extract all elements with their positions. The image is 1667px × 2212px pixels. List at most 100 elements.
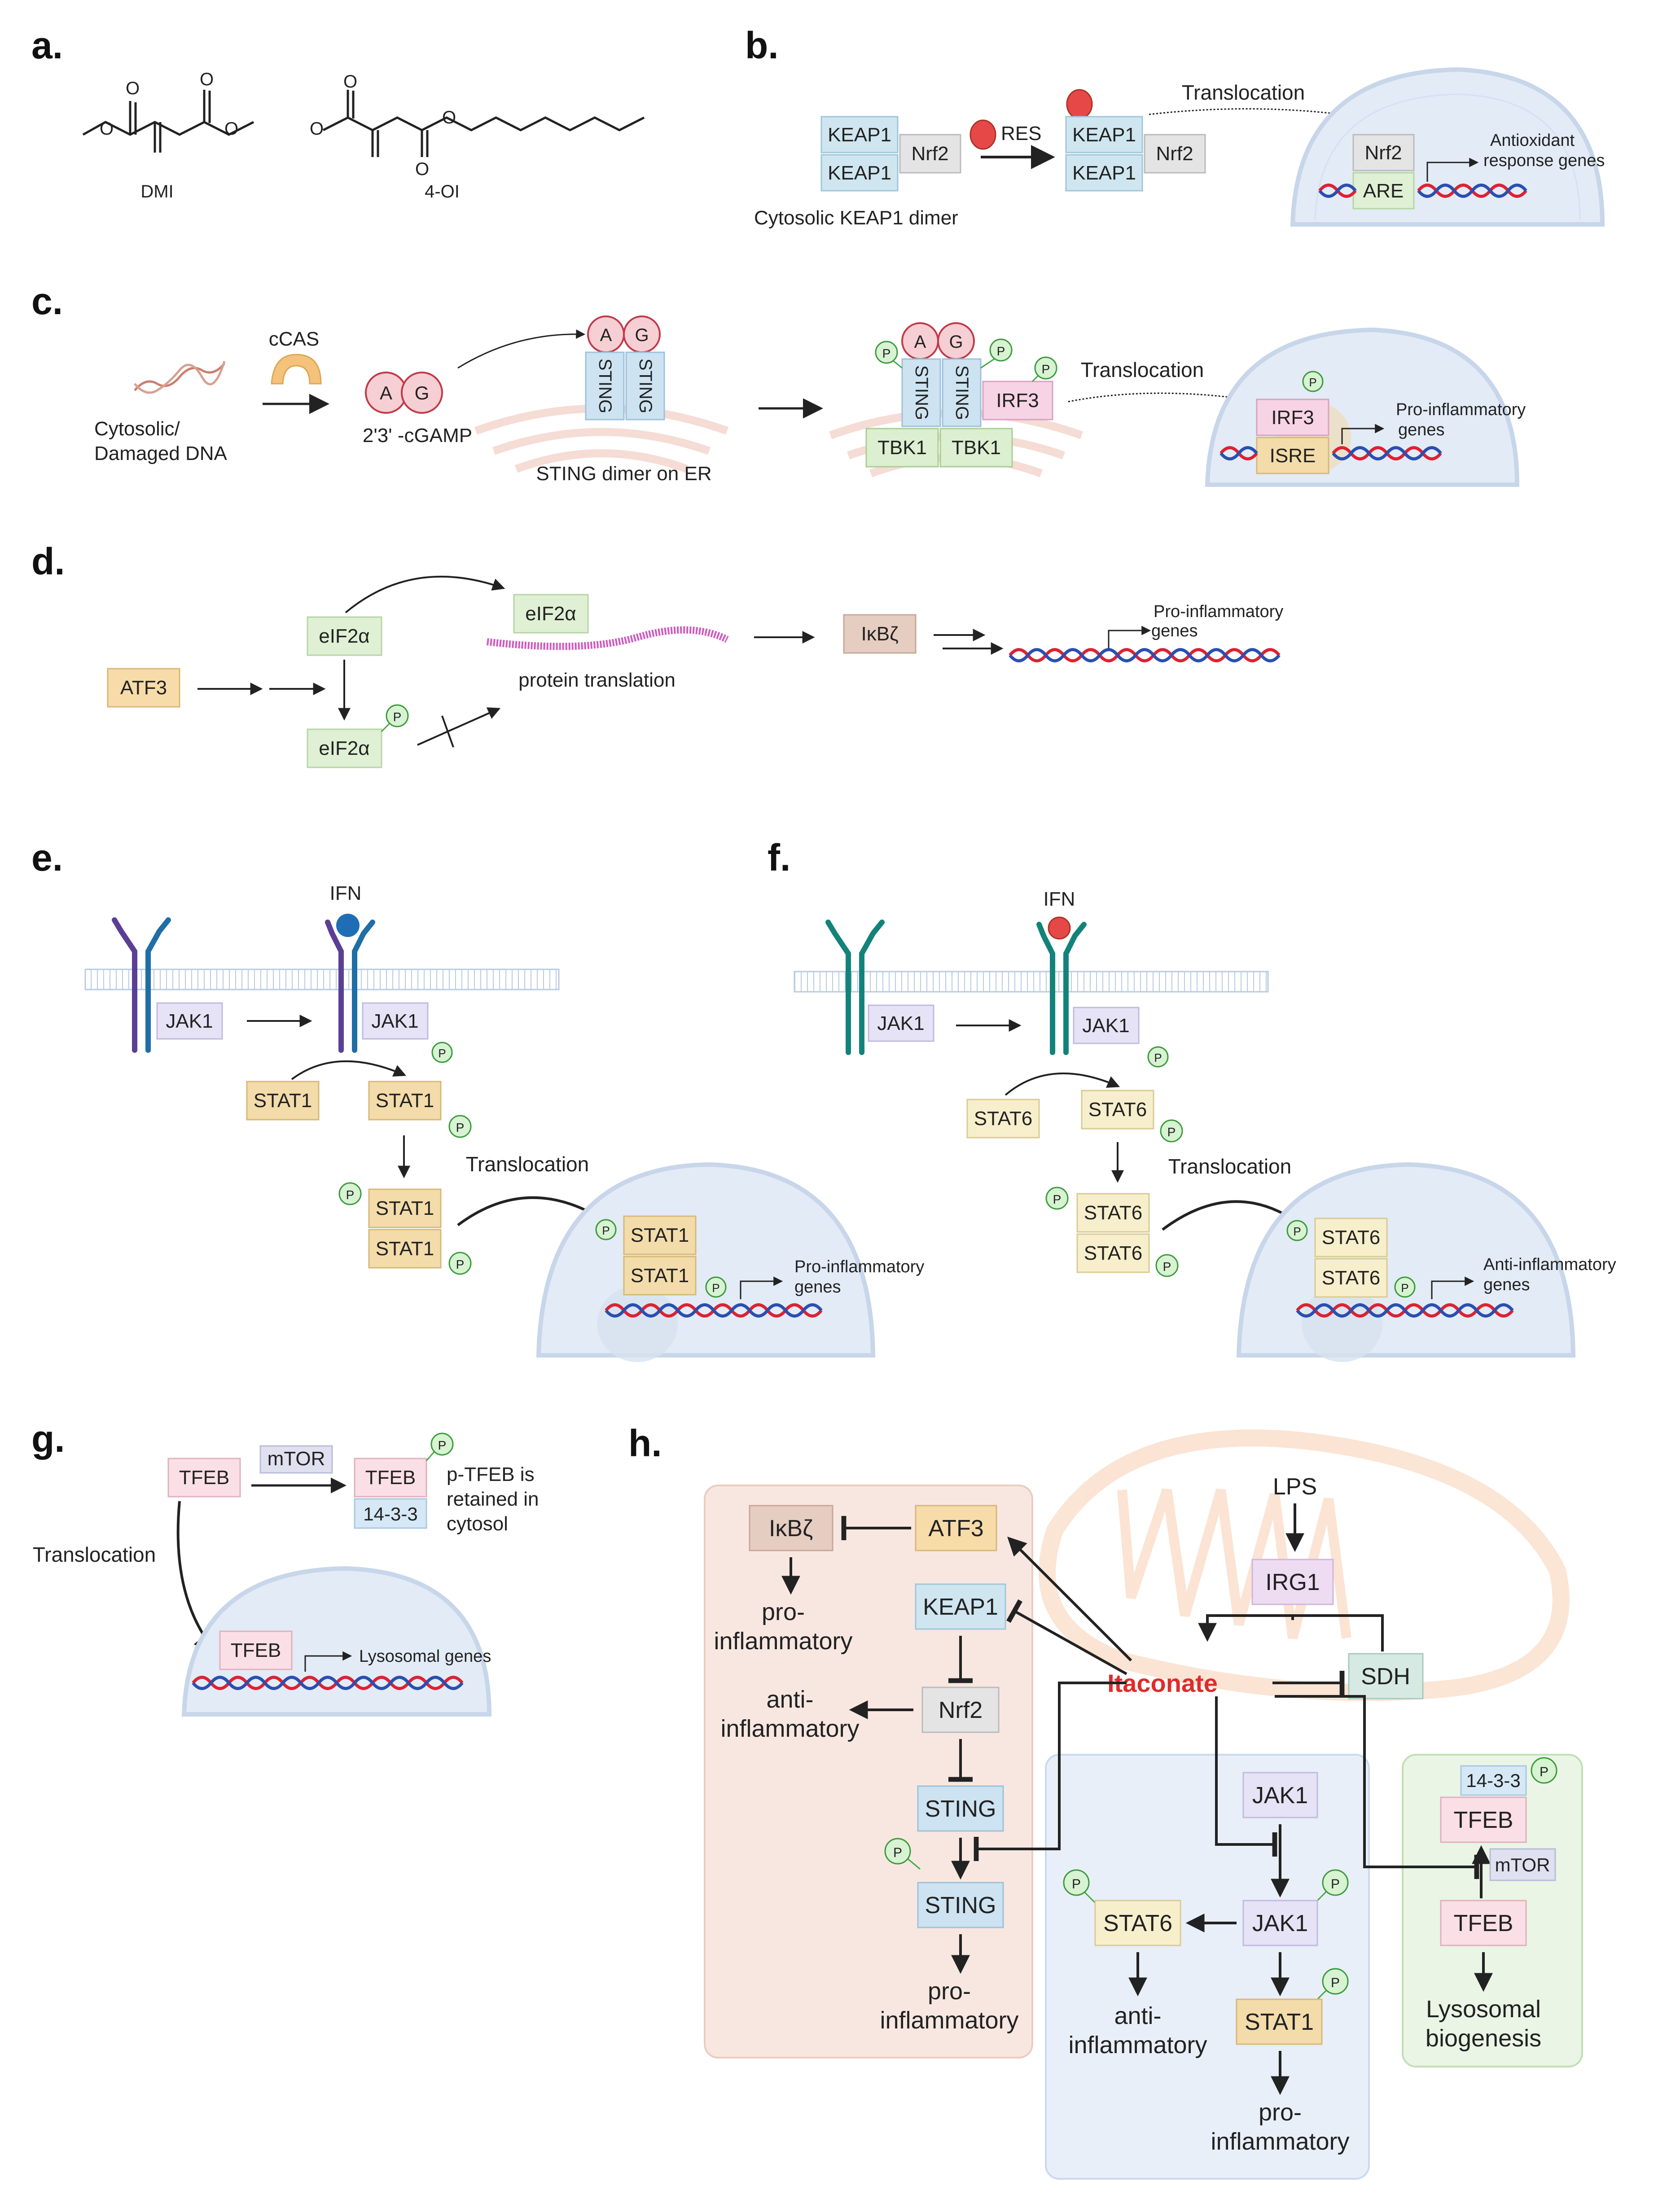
cgamp-g-icon	[401, 372, 443, 414]
g-transcription-arrow	[304, 1651, 352, 1672]
jak1-box-e2: JAK1	[362, 1002, 429, 1040]
svg-text:KEAP1: KEAP1	[923, 1594, 998, 1620]
h-pro3-1: pro-	[1259, 2099, 1302, 2126]
tbk1-box-1: TBK1	[865, 428, 939, 468]
svg-text:JAK1: JAK1	[1252, 1910, 1308, 1936]
keap1-box-3: KEAP1	[1065, 116, 1143, 153]
stat6-dimer-top-f: STAT6	[1076, 1193, 1150, 1233]
d-blocked-arrow	[417, 707, 501, 746]
panel-label-f: f.	[768, 837, 790, 879]
svg-text:JAK1: JAK1	[1082, 1015, 1129, 1037]
svg-text:TFEB: TFEB	[365, 1467, 416, 1489]
svg-text:IRF3: IRF3	[1271, 407, 1314, 429]
phospho-stat6-h-icon: P	[1063, 1869, 1096, 1904]
svg-text:KEAP1: KEAP1	[1072, 162, 1136, 184]
sting-p-label-1: STING	[912, 365, 931, 420]
phospho-jak1-h-icon: P	[1316, 1869, 1349, 1901]
svg-text:P: P	[893, 1845, 902, 1860]
svg-text:14-3-3: 14-3-3	[363, 1503, 417, 1524]
d-curved-arrow	[345, 575, 505, 613]
c-dna-label-1: Cytosolic/	[94, 418, 180, 440]
stat1-nuclear-bottom-e: STAT1	[623, 1256, 697, 1296]
f-transcription-arrow	[1431, 1276, 1474, 1299]
h-box-keap1-sting	[704, 1485, 1033, 2059]
atf3-box-h: ATF3	[915, 1505, 997, 1551]
svg-text:P: P	[393, 710, 402, 724]
b-translocation-label: Translocation	[1182, 81, 1305, 104]
svg-text:O: O	[224, 119, 238, 139]
keap1-box-1: KEAP1	[820, 116, 899, 153]
f-cell-membrane	[794, 971, 1269, 993]
phospho-stat6-f-icon: P	[1160, 1119, 1183, 1143]
jak1-box-f2: JAK1	[1073, 1007, 1140, 1044]
res-label: RES	[1001, 123, 1041, 145]
h-inhibit-mtor	[1275, 1695, 1479, 1879]
c-transcription-arrow	[1341, 424, 1385, 444]
h-inhibit-sting-activation	[974, 1682, 1127, 1861]
svg-text:P: P	[1331, 1877, 1340, 1892]
svg-text:O: O	[415, 159, 429, 179]
svg-text:P: P	[1167, 1125, 1176, 1139]
lps-label: LPS	[1273, 1474, 1317, 1500]
panel-label-b: b.	[745, 24, 779, 66]
h-itaconate-atf3-arrow	[1007, 1537, 1132, 1662]
svg-text:O: O	[343, 72, 357, 92]
e-ifn-label: IFN	[330, 882, 362, 904]
svg-text:mTOR: mTOR	[268, 1448, 325, 1470]
sting-bound-a: A	[600, 325, 612, 345]
svg-text:eIF2α: eIF2α	[319, 737, 369, 759]
stat6-dimer-bottom-f: STAT6	[1076, 1233, 1150, 1273]
svg-text:STING: STING	[925, 1796, 996, 1822]
b-antioxidant-1: Antioxidant	[1490, 131, 1575, 150]
h-inhibit-jak1	[1215, 1696, 1277, 1857]
svg-text:STAT6: STAT6	[1084, 1202, 1142, 1224]
svg-text:ATF3: ATF3	[928, 1516, 983, 1542]
svg-text:Nrf2: Nrf2	[911, 143, 948, 165]
e-transcription-arrow	[740, 1276, 783, 1299]
svg-text:TFEB: TFEB	[1454, 1807, 1513, 1833]
mtor-box-h: mTOR	[1489, 1848, 1556, 1881]
svg-text:eIF2α: eIF2α	[525, 603, 576, 625]
b-translocation-arrow	[1149, 108, 1344, 118]
keap1-caption: Cytosolic KEAP1 dimer	[754, 207, 958, 229]
e-curved-arrow	[291, 1060, 407, 1080]
phospho-stat1-dimer-e-icons: P P	[338, 1182, 472, 1275]
svg-text:STAT1: STAT1	[376, 1238, 434, 1260]
svg-text:STAT6: STAT6	[1088, 1099, 1147, 1121]
d-genes-1: Pro-inflammatory	[1154, 602, 1283, 621]
phospho-sting-left-icon: P	[875, 341, 903, 369]
ikbz-box-h: IκBζ	[749, 1505, 834, 1551]
e-translocation-label: Translocation	[466, 1152, 589, 1176]
c-translocation-label: Translocation	[1081, 358, 1204, 381]
d-block-cross	[441, 715, 454, 748]
retained-2: retained in	[447, 1488, 539, 1510]
stat1-nuclear-top-e: STAT1	[623, 1215, 697, 1255]
stat6-box-h: STAT6	[1094, 1900, 1181, 1946]
phospho-sting-right-icon: P	[980, 338, 1013, 369]
svg-text:P: P	[882, 346, 891, 360]
svg-text:JAK1: JAK1	[877, 1012, 924, 1034]
stat6-nuclear-bottom-f: STAT6	[1314, 1258, 1388, 1298]
c-dna-icon	[134, 361, 226, 394]
stat1-dimer-bottom-e: STAT1	[368, 1229, 442, 1269]
f-receptor-1	[825, 920, 885, 1055]
h-anti1-1: anti-	[766, 1686, 813, 1713]
svg-text:STING: STING	[925, 1892, 996, 1919]
res-bound-icon	[1066, 89, 1093, 119]
phospho-jak1-e-icon: P	[431, 1042, 453, 1063]
svg-text:P: P	[1072, 1877, 1081, 1892]
nrf2-box-2: Nrf2	[1144, 134, 1206, 174]
jak1-box-e1: JAK1	[156, 1002, 223, 1040]
g-translocation-label: Translocation	[33, 1543, 156, 1566]
f-ifn-ligand-icon	[1048, 916, 1071, 940]
svg-text:P: P	[997, 344, 1005, 358]
svg-text:KEAP1: KEAP1	[1072, 124, 1136, 146]
irf3-box: IRF3	[982, 381, 1053, 420]
svg-text:P: P	[712, 1281, 719, 1295]
cgamp-label: 2'3' -cGAMP	[363, 425, 472, 447]
phospho-stat6-dimer-f-icons: P P	[1045, 1187, 1179, 1277]
svg-text:eIF2α: eIF2α	[319, 625, 369, 647]
eif2a-box-1: eIF2α	[307, 616, 382, 656]
svg-text:Nrf2: Nrf2	[1156, 143, 1193, 165]
are-box: ARE	[1352, 172, 1415, 210]
